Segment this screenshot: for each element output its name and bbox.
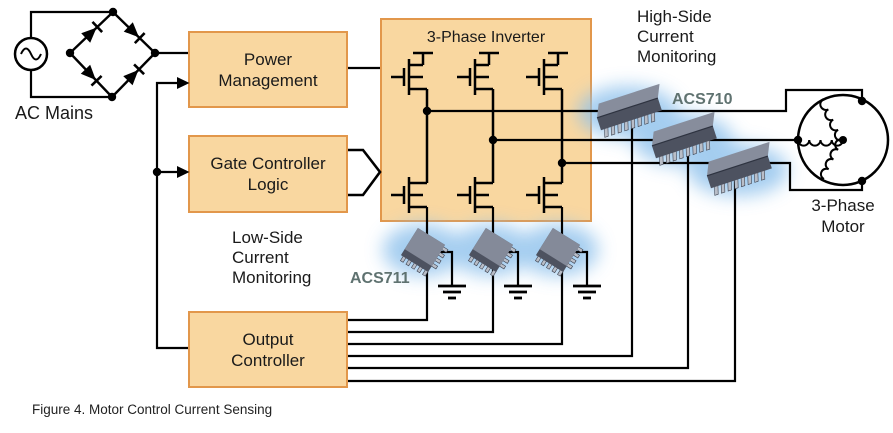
acs710-part-label: ACS710 — [672, 91, 733, 108]
low-side-line3: Monitoring — [232, 268, 312, 287]
acs710-chip-3 — [702, 141, 781, 197]
acs711-chip-3 — [532, 227, 585, 280]
ground-symbol-3 — [571, 284, 603, 300]
motor-label: 3-Phase Motor — [783, 195, 893, 237]
ground-symbol-1 — [436, 284, 468, 300]
low-side-line1: Low-Side — [232, 228, 303, 247]
figure-caption: Figure 4. Motor Control Current Sensing — [32, 402, 273, 417]
low-side-line2: Current — [232, 248, 289, 267]
output-controller-label-line2: Controller — [231, 350, 305, 370]
bridge-rectifier-icon — [65, 7, 160, 102]
gate-controller-label-line1: Gate Controller — [210, 154, 326, 173]
motor-label-line2: Motor — [821, 217, 865, 236]
ground-symbol-2 — [502, 284, 534, 300]
low-side-monitoring-label: Low-Side Current Monitoring — [232, 228, 311, 288]
gate-bus-arrow-icon — [348, 148, 382, 197]
high-side-monitoring-label: High-Side Current Monitoring — [637, 7, 716, 67]
power-management-block: Power Management — [188, 31, 348, 108]
acs710-chip-2 — [647, 111, 726, 167]
high-side-line3: Monitoring — [637, 47, 717, 66]
gate-controller-block: Gate Controller Logic — [188, 135, 348, 213]
power-management-label-line1: Power — [243, 49, 293, 69]
motor-label-line1: 3-Phase — [811, 196, 875, 215]
gate-controller-label-line2: Logic — [247, 175, 289, 194]
inverter-title: 3-Phase Inverter — [426, 29, 546, 46]
wire-arrowheads — [152, 77, 190, 178]
output-controller-block: Output Controller — [188, 311, 348, 388]
power-management-label-line2: Management — [218, 70, 318, 90]
inverter-block: 3-Phase Inverter — [380, 18, 592, 222]
high-side-line1: High-Side — [637, 7, 712, 26]
acs710-chip-1 — [592, 83, 671, 139]
high-side-line2: Current — [637, 27, 694, 46]
acs711-part-label: ACS711 — [350, 270, 410, 287]
ac-source-icon — [13, 10, 113, 99]
output-controller-label-line1: Output — [242, 329, 294, 349]
motor-symbol — [793, 93, 890, 187]
ac-mains-label: AC Mains — [15, 103, 94, 123]
acs711-chip-2 — [465, 227, 518, 280]
